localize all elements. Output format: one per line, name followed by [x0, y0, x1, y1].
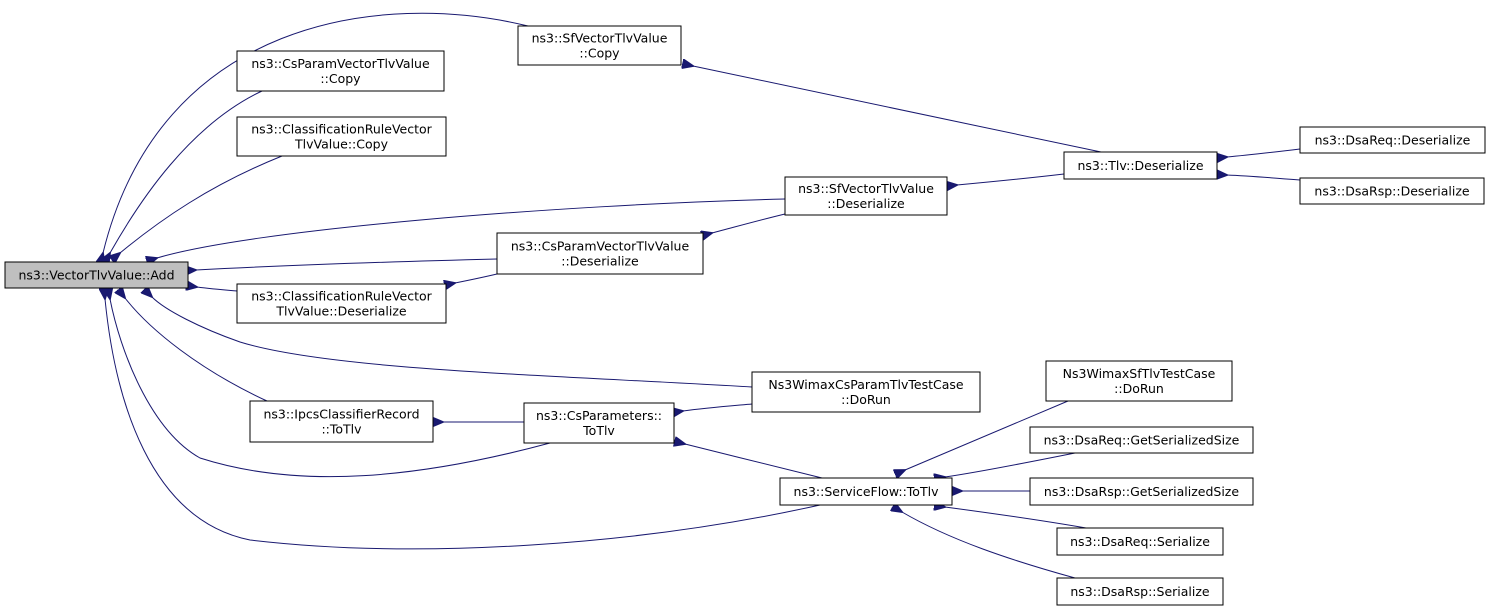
node-box [1299, 126, 1486, 154]
edge-sftlv_test-to-sf_totlv [905, 400, 1069, 470]
node-label: Ns3WimaxSfTlvTestCase [1063, 366, 1216, 381]
node-label: Ns3WimaxCsParamTlvTestCase [768, 377, 963, 392]
node-csp-copy[interactable]: ns3::CsParamVectorTlvValue::Copy [236, 50, 445, 92]
node-box [1056, 527, 1224, 556]
node-label: ns3::DsaRsp::Deserialize [1314, 184, 1469, 199]
edge-crv_copy-to-add [120, 155, 283, 253]
node-tlv-deser[interactable]: ns3::Tlv::Deserialize [1063, 151, 1218, 180]
node-box [4, 261, 189, 289]
node-box [523, 402, 675, 444]
edge-csparam_test-to-csparams_totlv [683, 403, 753, 411]
edge-dsareq_ser-to-sf_totlv [945, 507, 1087, 529]
node-dsareq-gss[interactable]: ns3::DsaReq::GetSerializedSize [1029, 426, 1254, 454]
node-label: ::ToTlv [321, 422, 362, 437]
node-label: ns3::IpcsClassifierRecord [263, 407, 419, 422]
node-label: TlvValue::Copy [294, 137, 389, 152]
node-label: ::Deserialize [561, 254, 639, 269]
node-csparam-test[interactable]: Ns3WimaxCsParamTlvTestCase::DoRun [751, 371, 981, 413]
edge-csp_deser-to-crv_deser [455, 273, 498, 283]
node-label: ns3::Tlv::Deserialize [1077, 158, 1203, 173]
node-label: ::Deserialize [827, 196, 905, 211]
edge-ipcs_totlv-to-add [125, 298, 268, 402]
node-label: ToTlv [582, 423, 615, 438]
node-label: ns3::SfVectorTlvValue [798, 181, 934, 196]
edge-sfv_copy-to-add [103, 12, 529, 253]
node-label: ::Copy [579, 46, 620, 61]
node-box [249, 400, 434, 443]
node-label: ns3::ClassificationRuleVector [251, 122, 432, 137]
edges-layer [103, 12, 1301, 579]
node-label: ns3::DsaReq::Deserialize [1315, 133, 1471, 148]
node-crv-copy[interactable]: ns3::ClassificationRuleVectorTlvValue::C… [236, 116, 447, 157]
node-dsarsp-deser[interactable]: ns3::DsaRsp::Deserialize [1299, 177, 1485, 205]
node-label: TlvValue::Deserialize [275, 304, 407, 319]
edge-csp_deser-to-add [196, 258, 498, 270]
edge-tlv_deser-to-sfv_copy [693, 66, 1102, 153]
node-label: ns3::DsaRsp::Serialize [1070, 584, 1210, 599]
node-crv-deser[interactable]: ns3::ClassificationRuleVectorTlvValue::D… [236, 283, 447, 324]
node-csparams-totlv[interactable]: ns3::CsParameters::ToTlv [523, 402, 675, 444]
node-add[interactable]: ns3::VectorTlvValue::Add [4, 261, 189, 289]
node-dsareq-deser[interactable]: ns3::DsaReq::Deserialize [1299, 126, 1486, 154]
node-sftlv-test[interactable]: Ns3WimaxSfTlvTestCase::DoRun [1045, 360, 1233, 402]
node-label: ns3::CsParamVectorTlvValue [251, 56, 430, 71]
node-dsarsp-gss[interactable]: ns3::DsaRsp::GetSerializedSize [1029, 477, 1254, 506]
node-ipcs-totlv[interactable]: ns3::IpcsClassifierRecord::ToTlv [249, 400, 434, 443]
edge-dsarsp_ser-to-sf_totlv [902, 512, 1076, 579]
edge-csparam_test-to-add [152, 297, 753, 388]
node-sfv-copy[interactable]: ns3::SfVectorTlvValue::Copy [517, 25, 682, 66]
node-label: ::DoRun [841, 392, 891, 407]
node-box [236, 50, 445, 92]
node-dsarsp-ser[interactable]: ns3::DsaRsp::Serialize [1056, 577, 1224, 606]
node-box [1029, 477, 1254, 506]
edge-dsarsp_deser-to-tlv_deser [1227, 175, 1301, 181]
node-box [517, 25, 682, 66]
node-box [1045, 360, 1233, 402]
node-csp-deser[interactable]: ns3::CsParamVectorTlvValue::Deserialize [496, 232, 704, 275]
node-label: ns3::CsParamVectorTlvValue [511, 239, 690, 254]
edge-crv_deser-to-add [197, 287, 238, 292]
node-label: ns3::VectorTlvValue::Add [18, 268, 174, 283]
node-box [751, 371, 981, 413]
node-label: ::Copy [320, 71, 361, 86]
node-dsareq-ser[interactable]: ns3::DsaReq::Serialize [1056, 527, 1224, 556]
edge-csparams_totlv-to-add [110, 299, 551, 478]
node-box [779, 477, 953, 506]
node-sfv-deser[interactable]: ns3::SfVectorTlvValue::Deserialize [784, 176, 948, 216]
node-sf-totlv[interactable]: ns3::ServiceFlow::ToTlv [779, 477, 953, 506]
edge-dsareq_deser-to-tlv_deser [1227, 148, 1301, 157]
nodes-layer: ns3::VectorTlvValue::Add ns3::SfVectorTlv… [4, 25, 1486, 606]
node-box [496, 232, 704, 275]
node-box [1063, 151, 1218, 180]
edge-csp_copy-to-add [110, 90, 263, 253]
node-label: ns3::ServiceFlow::ToTlv [794, 484, 940, 499]
node-label: ns3::DsaRsp::GetSerializedSize [1044, 484, 1239, 499]
edge-tlv_deser-to-sfv_deser [957, 173, 1065, 185]
node-box [1299, 177, 1485, 205]
node-box [1056, 577, 1224, 606]
edge-sfv_deser-to-add [157, 198, 786, 258]
node-box [784, 176, 948, 216]
node-label: ns3::DsaReq::GetSerializedSize [1044, 433, 1240, 448]
node-label: ns3::CsParameters:: [536, 408, 662, 423]
node-label: ns3::SfVectorTlvValue [532, 31, 668, 46]
edge-sfv_deser-to-csp_deser [712, 213, 786, 233]
node-label: ::DoRun [1114, 381, 1164, 396]
node-box [236, 116, 447, 157]
node-label: ns3::DsaReq::Serialize [1070, 534, 1210, 549]
node-box [236, 283, 447, 324]
node-box [1029, 426, 1254, 454]
node-label: ns3::ClassificationRuleVector [251, 289, 432, 304]
edge-sf_totlv-to-add [105, 299, 821, 550]
edge-dsareq_gss-to-sf_totlv [945, 452, 1076, 477]
edge-sf_totlv-to-csparams_totlv [685, 444, 823, 479]
